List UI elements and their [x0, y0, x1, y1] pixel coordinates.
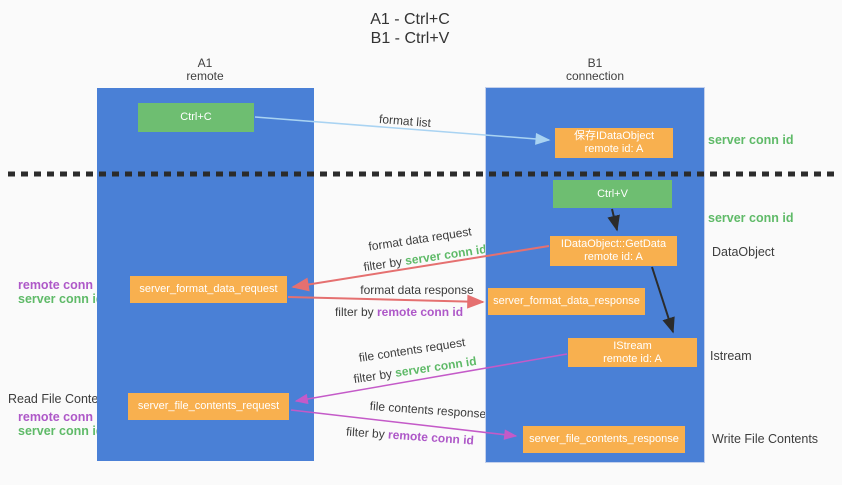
lane-left-subtitle: remote: [186, 69, 224, 83]
node-istream: IStream remote id: A: [568, 338, 697, 367]
save-idataobject-line1: 保存IDataObject: [573, 130, 655, 142]
getdata-line1: IDataObject::GetData: [560, 238, 667, 250]
server-conn-id-label-top: server conn id: [708, 133, 794, 147]
server-conn-id-label-2: server conn id: [18, 424, 104, 438]
format-data-request-arrow: [291, 245, 550, 292]
node-ctrl-c: Ctrl+C: [138, 103, 254, 132]
filter-by-text: filter by: [334, 305, 374, 319]
file-contents-request-arrow: [294, 353, 568, 405]
node-server-file-contents-request: server_file_contents_request: [128, 393, 289, 420]
title-line-2: B1 - Ctrl+V: [370, 30, 450, 47]
server-file-contents-request-label: server_file_contents_request: [137, 400, 280, 412]
server-file-contents-response-label: server_file_contents_response: [529, 433, 679, 445]
istream-side-label: Istream: [710, 349, 752, 363]
lane-right-subtitle: connection: [565, 69, 625, 83]
node-idataobject-getdata: IDataObject::GetData remote id: A: [550, 236, 677, 266]
read-file-contents-label: Read File Contents: [8, 392, 116, 406]
server-format-data-request-label: server_format_data_request: [139, 283, 278, 295]
node-server-file-contents-response: server_file_contents_response: [523, 426, 685, 453]
node-ctrl-v: Ctrl+V: [553, 180, 672, 208]
format-data-response-arrow: [287, 294, 485, 309]
remote-conn-id-label-2: remote conn id: [18, 410, 108, 424]
lane-header-left: A1 remote: [135, 57, 275, 83]
format-data-response-label: format data response: [360, 283, 474, 297]
server-conn-id-label-1: server conn id: [18, 292, 104, 306]
save-idataobject-line2: remote id: A: [584, 143, 644, 155]
dataobject-label: DataObject: [712, 245, 775, 259]
server-format-data-response-label: server_format_data_response: [493, 295, 640, 307]
left-conn-id-group-1: remote conn id server conn id: [18, 278, 108, 306]
node-save-idataobject: 保存IDataObject remote id: A: [555, 128, 673, 158]
remote-conn-id-label-1: remote conn id: [18, 278, 108, 292]
istream-line2: remote id: A: [603, 352, 662, 365]
istream-line1: IStream: [613, 339, 652, 352]
server-conn-id-label-mid: server conn id: [708, 211, 794, 225]
ctrl-c-label: Ctrl+C: [180, 111, 212, 123]
node-server-format-data-response: server_format_data_response: [488, 288, 645, 315]
lane-header-right: B1 connection: [525, 57, 665, 83]
format-list-arrow: [254, 116, 551, 145]
title-line-1: A1 - Ctrl+C: [370, 11, 450, 28]
file-contents-response-arrow: [290, 409, 518, 440]
filter-by-remote-conn-id-label-1: filter by remote conn id: [335, 305, 463, 319]
left-conn-id-group-2: remote conn id server conn id: [18, 410, 108, 438]
getdata-line2: remote id: A: [584, 251, 643, 263]
lane-left-title: A1: [197, 56, 213, 70]
lane-right-title: B1: [587, 56, 603, 70]
diagram-title: A1 - Ctrl+C B1 - Ctrl+V: [310, 10, 510, 48]
node-server-format-data-request: server_format_data_request: [130, 276, 287, 303]
ctrlv-to-getdata-arrow: [607, 208, 620, 232]
write-file-contents-label: Write File Contents: [712, 432, 819, 446]
getdata-to-istream-arrow: [651, 266, 675, 334]
filter-remote-conn-id-text: remote conn id: [377, 305, 464, 319]
ctrl-v-label: Ctrl+V: [597, 187, 628, 200]
